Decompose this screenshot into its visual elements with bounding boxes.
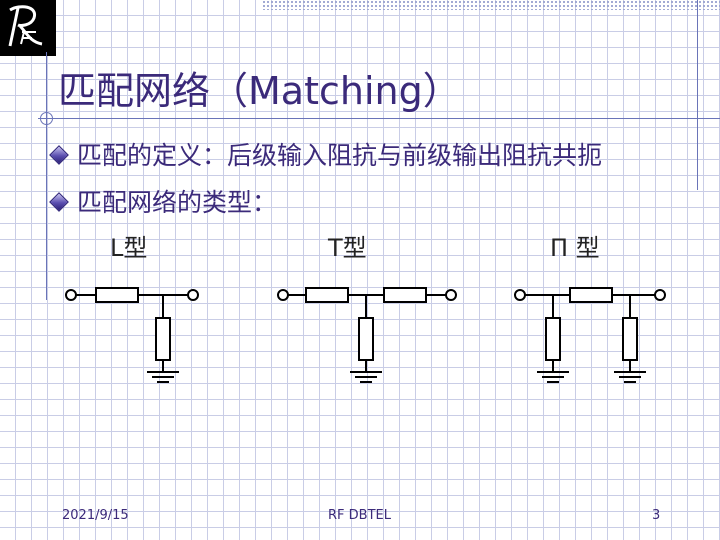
l-network-label: L型 bbox=[110, 234, 148, 262]
bullet-item: 匹配网络的类型： bbox=[50, 183, 277, 219]
t-output-terminal bbox=[445, 289, 457, 301]
rule-circle-marker bbox=[40, 112, 53, 125]
bullet-text: 匹配的定义：后级输入阻抗与前级输出阻抗共扼 bbox=[77, 141, 603, 170]
left-rule bbox=[46, 52, 47, 300]
l-series-resistor bbox=[95, 287, 139, 303]
t-shunt-resistor bbox=[358, 317, 374, 361]
pi-shunt-resistor-1 bbox=[545, 317, 561, 361]
t-series-resistor-2 bbox=[383, 287, 427, 303]
bullet-item: 匹配的定义：后级输入阻抗与前级输出阻抗共扼 bbox=[50, 136, 602, 172]
pi-network-circuit bbox=[514, 287, 666, 383]
footer-date: 2021/9/15 bbox=[62, 508, 129, 523]
right-rule bbox=[697, 0, 698, 190]
l-input-terminal bbox=[65, 289, 77, 301]
rf-logo-icon bbox=[8, 5, 43, 47]
t-series-resistor-1 bbox=[305, 287, 349, 303]
pi-series-resistor bbox=[569, 287, 613, 303]
bullet-text: 匹配网络的类型： bbox=[77, 188, 278, 217]
page-number: 3 bbox=[652, 508, 661, 523]
title-underline bbox=[38, 118, 720, 119]
slide-title: 匹配网络（Matching） bbox=[58, 69, 461, 113]
l-network-circuit bbox=[65, 287, 199, 383]
t-input-terminal bbox=[277, 289, 289, 301]
t-network-label: T型 bbox=[328, 234, 367, 262]
pi-input-terminal bbox=[514, 289, 526, 301]
t-network-circuit bbox=[277, 287, 457, 383]
l-shunt-resistor bbox=[155, 317, 171, 361]
footer-center-text: RF DBTEL bbox=[328, 508, 391, 523]
l-output-terminal bbox=[187, 289, 199, 301]
pi-shunt-resistor-2 bbox=[622, 317, 638, 361]
logo bbox=[0, 0, 56, 56]
pi-output-terminal bbox=[654, 289, 666, 301]
top-dotted-band bbox=[262, 0, 720, 10]
pi-network-label: Π 型 bbox=[550, 234, 600, 262]
